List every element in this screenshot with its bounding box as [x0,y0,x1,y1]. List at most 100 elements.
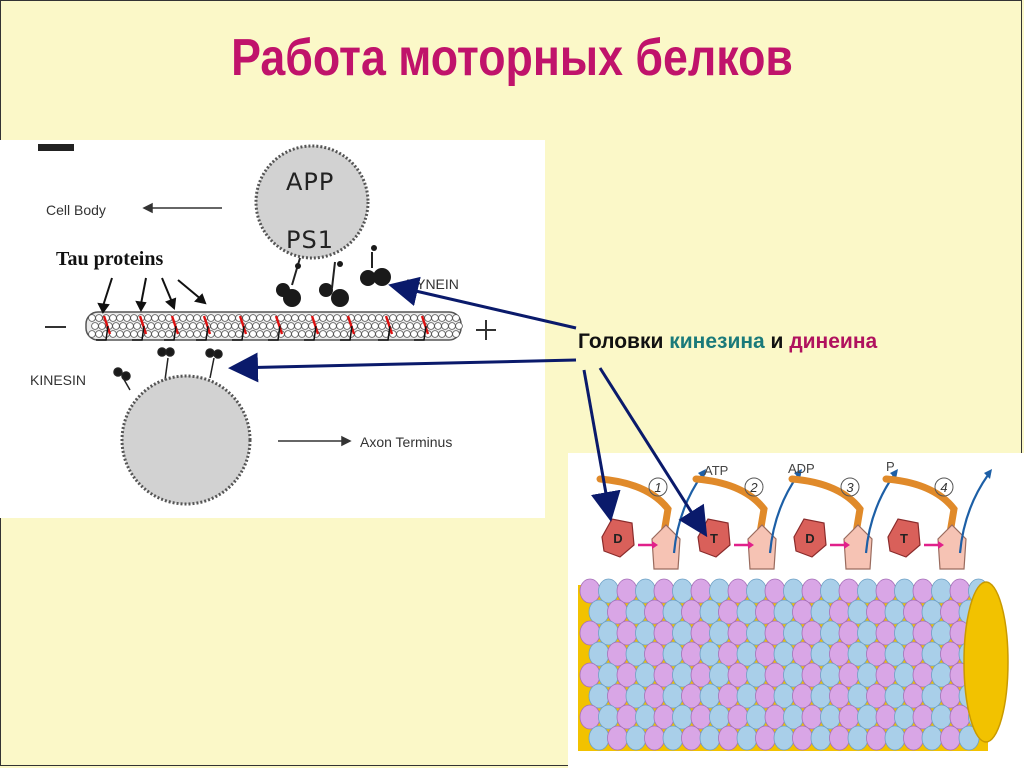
tubulin-subunit [922,642,942,666]
head-label: D [613,531,622,546]
tubulin-subunit [654,663,674,687]
tubulin-subunit [682,642,702,666]
tubulin-subunit [682,600,702,624]
tubulin-subunit [839,621,859,645]
tubulin-subunit [580,579,600,603]
tubulin-subunit [728,579,748,603]
tubulin-subunit [885,642,905,666]
step-number: 2 [749,480,758,495]
tubulin-subunit [765,705,785,729]
step-number: 3 [846,480,854,495]
tubulin-subunit [802,705,822,729]
tubulin-subunit [710,579,730,603]
head-label: D [805,531,814,546]
tubulin-subunit [765,579,785,603]
tubulin-subunit [673,621,693,645]
tubulin-subunit [802,621,822,645]
tubulin-subunit [793,684,813,708]
tubulin-subunit [784,663,804,687]
tubulin-subunit [663,642,683,666]
tubulin-subunit [691,663,711,687]
tubulin-subunit [691,621,711,645]
tubulin-subunit [895,705,915,729]
tubulin-subunit [922,600,942,624]
tubulin-subunit [876,705,896,729]
tubulin-subunit [728,621,748,645]
tubulin-subunit [774,726,794,750]
tubulin-subunit [737,684,757,708]
kinesin-stepping-figure: 1D2T3D4T ATP ADP P [568,453,1024,768]
tubulin-subunit [710,705,730,729]
axon-terminus-label: Axon Terminus [360,434,452,450]
tubulin-subunit [941,642,961,666]
tubulin-subunit [922,726,942,750]
tubulin-subunit [663,726,683,750]
tubulin-subunit [682,684,702,708]
tubulin-subunit [580,705,600,729]
tubulin-subunit [821,621,841,645]
tubulin-subunit [589,642,609,666]
callout-label: Головки кинезина и динеина [578,330,877,354]
tubulin-subunit [608,684,628,708]
tubulin-subunit [811,600,831,624]
tubulin-subunit [645,684,665,708]
tubulin-subunit [774,600,794,624]
tubulin-subunit [830,684,850,708]
tubulin-subunit [793,642,813,666]
tubulin-subunit [848,600,868,624]
tubulin-subunit [673,579,693,603]
adp-label: ADP [788,461,815,476]
corner-mark [38,144,74,151]
microtubule-lattice [578,579,989,751]
kinesin-head-light [844,525,872,569]
tubulin-subunit [673,663,693,687]
tubulin-subunit [663,684,683,708]
tubulin-subunit [608,600,628,624]
tubulin-subunit [756,684,776,708]
tubulin-subunit [654,705,674,729]
tubulin-subunit [737,642,757,666]
tubulin-subunit [700,642,720,666]
tubulin-subunit [858,579,878,603]
kinesin-head-light [748,525,776,569]
tubulin-subunit [737,726,757,750]
tubulin-subunit [691,579,711,603]
tubulin-subunit [756,642,776,666]
tau-proteins-label: Tau proteins [56,248,163,271]
tubulin-subunit [811,642,831,666]
tubulin-subunit [719,600,739,624]
plus-end-mark [476,320,496,340]
tubulin-subunit [867,642,887,666]
tubulin-subunit [867,726,887,750]
tubulin-subunit [839,663,859,687]
tubulin-subunit [858,663,878,687]
tubulin-subunit [589,600,609,624]
tubulin-subunit [700,684,720,708]
step-number: 1 [654,480,661,495]
tubulin-subunit [858,705,878,729]
tubulin-subunit [765,663,785,687]
tubulin-subunit [617,663,637,687]
tubulin-subunit [710,663,730,687]
tubulin-subunit [589,684,609,708]
tubulin-subunit [728,663,748,687]
tubulin-subunit [599,579,619,603]
tubulin-subunit [608,726,628,750]
axon-diagram-svg [0,140,545,518]
tubulin-subunit [811,684,831,708]
tubulin-subunit [941,600,961,624]
callout-dynein-word: динеина [789,330,877,353]
tubulin-subunit [904,726,924,750]
tubulin-subunit [617,705,637,729]
tubulin-subunit [904,600,924,624]
tubulin-subunit [636,621,656,645]
tubulin-subunit [599,663,619,687]
kinesin-head-light [938,525,966,569]
kinesin-steps: 1D2T3D4T [600,469,992,569]
tubulin-subunit [626,726,646,750]
tubulin-subunit [626,600,646,624]
tubulin-subunit [941,726,961,750]
cell-body-arrow [144,204,222,212]
tubulin-subunit [848,642,868,666]
